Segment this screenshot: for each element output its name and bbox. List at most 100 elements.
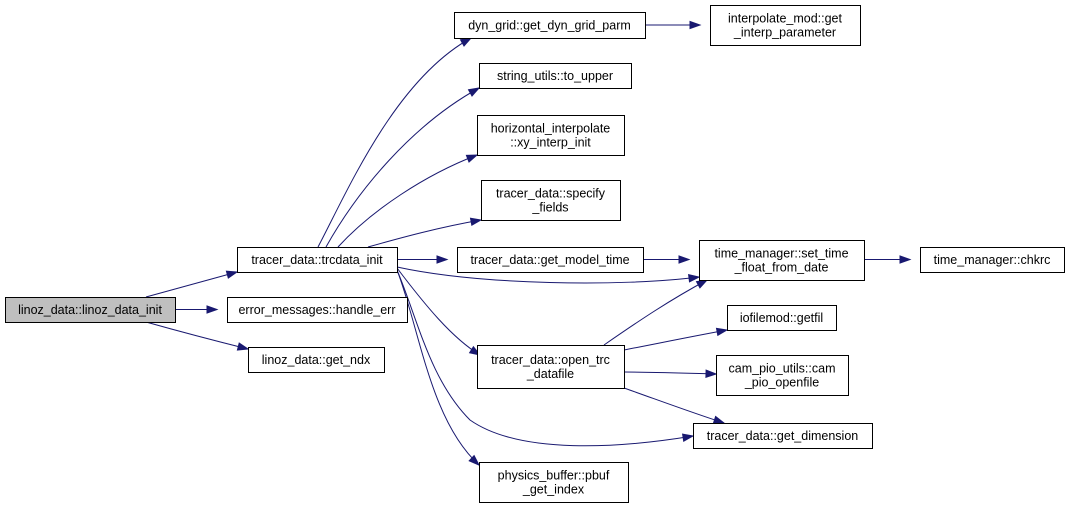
edge-line bbox=[325, 87, 480, 248]
arrowhead-icon bbox=[688, 274, 701, 283]
node-label: _interp_parameter bbox=[733, 25, 836, 39]
edge-line bbox=[396, 269, 480, 466]
node-get-dyn-grid-parm[interactable]: dyn_grid::get_dyn_grid_parm bbox=[454, 12, 646, 39]
node-label: dyn_grid::get_dyn_grid_parm bbox=[468, 18, 631, 32]
node-box bbox=[237, 247, 398, 273]
node-label: iofilemod::getfil bbox=[740, 311, 823, 325]
node-box bbox=[477, 345, 625, 389]
node-trcdata-init[interactable]: tracer_data::trcdata_init bbox=[237, 247, 398, 273]
edge-get-dyn-grid-parm-to-get-interp-parameter bbox=[645, 20, 702, 30]
arrowhead-icon bbox=[225, 270, 239, 279]
node-get-model-time[interactable]: tracer_data::get_model_time bbox=[457, 247, 644, 273]
node-label: time_manager::set_time bbox=[714, 246, 848, 260]
node-pbuf-get-index[interactable]: physics_buffer::pbuf_get_index bbox=[479, 462, 629, 503]
arrowhead-icon bbox=[715, 327, 729, 337]
node-box bbox=[227, 297, 408, 323]
node-label: string_utils::to_upper bbox=[497, 69, 613, 83]
arrowhead-icon bbox=[459, 37, 473, 47]
node-box bbox=[248, 347, 385, 373]
node-box bbox=[457, 247, 644, 273]
node-label: _pio_openfile bbox=[744, 375, 819, 389]
arrowhead-icon bbox=[236, 342, 250, 351]
node-box bbox=[920, 247, 1065, 273]
node-label: interpolate_mod::get bbox=[728, 11, 842, 25]
arrowhead-icon bbox=[678, 255, 691, 264]
edge-line bbox=[337, 154, 478, 248]
node-label: _datafile bbox=[526, 367, 574, 381]
node-get-ndx[interactable]: linoz_data::get_ndx bbox=[248, 347, 385, 373]
edge-line bbox=[317, 37, 472, 248]
node-linoz-data-init: linoz_data::linoz_data_init bbox=[5, 297, 176, 323]
edge-open-trc-datafile-to-cam-pio-openfile bbox=[623, 369, 718, 378]
edge-line bbox=[396, 267, 481, 356]
node-label: tracer_data::open_trc bbox=[491, 353, 610, 367]
edge-trcdata-init-to-pbuf-get-index bbox=[396, 269, 481, 467]
node-box bbox=[699, 240, 865, 281]
edge-trcdata-init-to-xy-interp-init bbox=[337, 154, 479, 248]
node-label: ::xy_interp_init bbox=[510, 135, 591, 149]
arrowhead-icon bbox=[695, 279, 709, 289]
node-getfil[interactable]: iofilemod::getfil bbox=[727, 305, 837, 331]
edge-line bbox=[367, 219, 482, 248]
edge-line bbox=[396, 266, 700, 284]
edge-line bbox=[603, 279, 708, 346]
node-label: error_messages::handle_err bbox=[238, 303, 395, 317]
edge-linoz-data-init-to-get-ndx bbox=[145, 321, 250, 351]
edge-line bbox=[623, 387, 725, 424]
node-box bbox=[710, 5, 861, 46]
arrowhead-icon bbox=[689, 20, 702, 30]
edge-trcdata-init-to-open-trc-datafile bbox=[396, 267, 482, 356]
arrowhead-icon bbox=[465, 154, 479, 163]
edge-trcdata-init-to-to-upper bbox=[325, 87, 481, 248]
node-handle-err[interactable]: error_messages::handle_err bbox=[227, 297, 408, 323]
node-label: linoz_data::linoz_data_init bbox=[18, 303, 162, 317]
node-get-interp-parameter[interactable]: interpolate_mod::get_interp_parameter bbox=[710, 5, 861, 46]
arrowhead-icon bbox=[712, 415, 726, 424]
node-label: time_manager::chkrc bbox=[934, 253, 1051, 267]
node-label: _fields bbox=[531, 200, 568, 214]
node-chkrc[interactable]: time_manager::chkrc bbox=[920, 247, 1065, 273]
node-label: physics_buffer::pbuf bbox=[498, 468, 610, 482]
edge-line bbox=[145, 321, 249, 350]
node-specify-fields[interactable]: tracer_data::specify_fields bbox=[481, 180, 621, 221]
arrowhead-icon bbox=[681, 433, 695, 442]
edge-linoz-data-init-to-trcdata-init bbox=[145, 270, 239, 298]
node-label: horizontal_interpolate bbox=[491, 121, 611, 135]
node-cam-pio-openfile[interactable]: cam_pio_utils::cam_pio_openfile bbox=[716, 355, 849, 396]
node-box bbox=[693, 423, 873, 449]
call-graph-edges bbox=[145, 20, 912, 467]
edge-trcdata-init-to-get-dyn-grid-parm bbox=[317, 37, 473, 248]
node-open-trc-datafile[interactable]: tracer_data::open_trc_datafile bbox=[477, 345, 625, 389]
node-label: tracer_data::specify bbox=[496, 186, 606, 200]
edge-open-trc-datafile-to-get-dimension bbox=[623, 387, 726, 424]
node-label: _float_from_date bbox=[734, 260, 829, 274]
edge-get-model-time-to-set-time-float bbox=[643, 255, 691, 264]
edge-trcdata-init-to-get-dimension bbox=[396, 269, 695, 447]
node-set-time-float[interactable]: time_manager::set_time_float_from_date bbox=[699, 240, 865, 281]
arrowhead-icon bbox=[467, 87, 481, 97]
node-box bbox=[454, 12, 646, 39]
node-xy-interp-init[interactable]: horizontal_interpolate::xy_interp_init bbox=[477, 115, 625, 156]
node-label: tracer_data::get_model_time bbox=[470, 253, 629, 267]
edge-trcdata-init-to-set-time-float bbox=[396, 266, 701, 284]
arrowhead-icon bbox=[469, 217, 483, 226]
edge-line bbox=[145, 271, 238, 298]
edge-open-trc-datafile-to-getfil bbox=[623, 327, 729, 351]
node-label: cam_pio_utils::cam bbox=[729, 361, 836, 375]
edge-trcdata-init-to-specify-fields bbox=[367, 217, 483, 248]
edge-set-time-float-to-chkrc bbox=[864, 255, 912, 264]
node-box bbox=[716, 355, 849, 396]
edge-trcdata-init-to-get-model-time bbox=[397, 255, 449, 264]
edge-line bbox=[623, 371, 717, 375]
edge-open-trc-datafile-to-set-time-float bbox=[603, 279, 709, 346]
node-box bbox=[481, 180, 621, 221]
edge-line bbox=[396, 269, 694, 447]
node-box bbox=[477, 115, 625, 156]
node-to-upper[interactable]: string_utils::to_upper bbox=[479, 63, 632, 89]
node-get-dimension[interactable]: tracer_data::get_dimension bbox=[693, 423, 873, 449]
node-label: tracer_data::get_dimension bbox=[707, 429, 859, 443]
node-box bbox=[727, 305, 837, 331]
arrowhead-icon bbox=[436, 255, 449, 264]
arrowhead-icon bbox=[468, 454, 481, 467]
